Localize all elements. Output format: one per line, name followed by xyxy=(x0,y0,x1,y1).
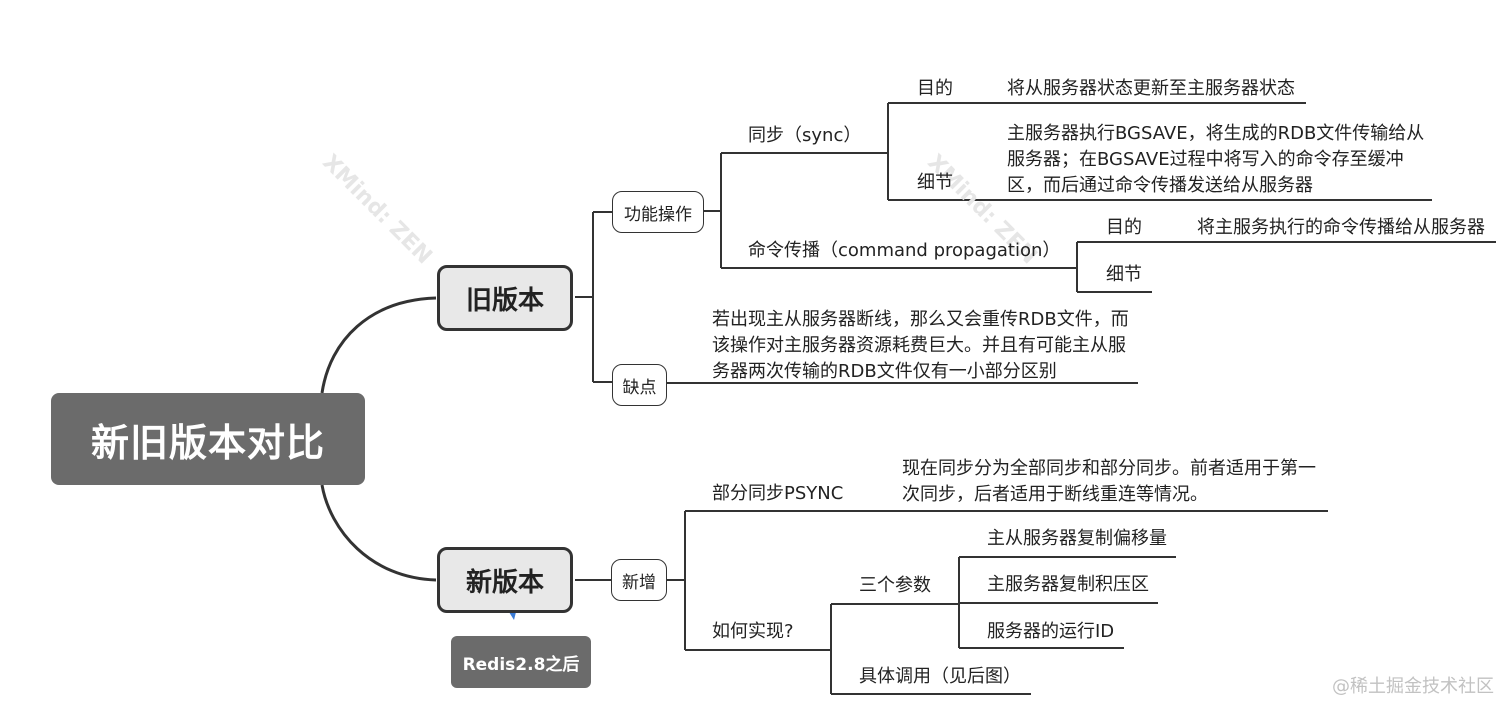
redis-version-tag[interactable]: Redis2.8之后 xyxy=(451,636,591,688)
credit-text: @稀土掘金技术社区 xyxy=(1332,676,1494,697)
drawback-text[interactable]: 若出现主从服务器断线，那么又会重传RDB文件，而该操作对主服务器资源耗费巨大。并… xyxy=(712,309,1129,382)
propagation-purpose-text[interactable]: 将主服务执行的命令传播给从服务器 xyxy=(1197,217,1485,238)
sync-purpose-text[interactable]: 将从服务器状态更新至主服务器状态 xyxy=(1007,78,1295,99)
old-version-node[interactable]: 旧版本 xyxy=(437,265,573,331)
root-topic[interactable]: 新旧版本对比 xyxy=(51,393,365,485)
sync-label[interactable]: 同步（sync） xyxy=(748,125,862,146)
how-label[interactable]: 如何实现? xyxy=(712,621,794,642)
drawback-node[interactable]: 缺点 xyxy=(612,364,667,406)
param-item[interactable]: 主服务器复制积压区 xyxy=(987,574,1149,595)
psync-text[interactable]: 现在同步分为全部同步和部分同步。前者适用于第一次同步，后者适用于断线重连等情况。 xyxy=(902,458,1316,505)
params-label[interactable]: 三个参数 xyxy=(859,575,931,596)
propagation-detail-label[interactable]: 细节 xyxy=(1106,264,1142,285)
call-label[interactable]: 具体调用（见后图） xyxy=(859,666,1021,687)
param-item[interactable]: 主从服务器复制偏移量 xyxy=(987,528,1167,549)
psync-label[interactable]: 部分同步PSYNC xyxy=(712,483,844,504)
sync-purpose-label[interactable]: 目的 xyxy=(917,78,953,99)
function-ops-node[interactable]: 功能操作 xyxy=(612,191,704,233)
sync-detail-text[interactable]: 主服务器执行BGSAVE，将生成的RDB文件传输给从服务器；在BGSAVE过程中… xyxy=(1007,123,1425,196)
param-item[interactable]: 服务器的运行ID xyxy=(987,621,1115,642)
propagation-label[interactable]: 命令传播（command propagation） xyxy=(748,240,1061,261)
new-version-node[interactable]: 新版本 xyxy=(437,547,573,613)
propagation-purpose-label[interactable]: 目的 xyxy=(1106,217,1142,238)
added-node[interactable]: 新增 xyxy=(611,559,667,601)
sync-detail-label[interactable]: 细节 xyxy=(917,172,953,193)
